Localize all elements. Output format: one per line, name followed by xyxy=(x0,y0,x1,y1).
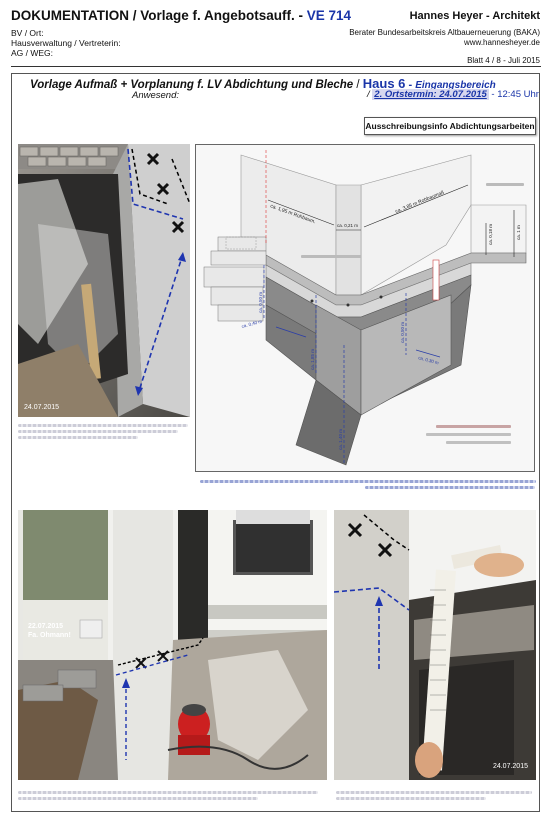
dim-label-185: ca. 1,85 m xyxy=(310,349,315,370)
photo-1-date: 24.07.2015 xyxy=(24,404,60,411)
caption-2-line-1 xyxy=(18,791,318,794)
dim-label-050: ca. 0,50 m xyxy=(258,292,263,313)
photo-2-stamp: 22.07.2015 Fa. Ohmann! xyxy=(28,622,71,640)
subject-box xyxy=(11,73,540,104)
frame-bottom xyxy=(11,811,540,812)
drawing-svg: ca. 1,95 m Rohbaum. ca. 0,21 m ca. 3,85 … xyxy=(203,150,527,466)
slash-separator-2: / xyxy=(367,89,373,100)
dim-label-140: ca. 1,40 m xyxy=(338,429,343,450)
ortstermin-line: / 2. Ortstermin: 24.07.2015 - 12:45 Uhr xyxy=(367,89,539,100)
haus-label: Haus 6 xyxy=(362,76,406,91)
caption-3-line-1 xyxy=(336,791,532,794)
dim-label-050b: ca. 0,50 m xyxy=(400,322,405,343)
isometric-drawing: ca. 1,95 m Rohbaum. ca. 0,21 m ca. 3,85 … xyxy=(195,144,535,472)
sheet-number: Blatt 4 / 8 - Juli 2015 xyxy=(467,56,540,65)
website-line: www.hannesheyer.de xyxy=(463,38,540,47)
frame-left xyxy=(11,103,12,811)
caption-1-line-2 xyxy=(18,430,178,433)
photo-2-image xyxy=(18,510,327,780)
berater-line: Berater Bundesarbeitskreis Altbauerneuer… xyxy=(349,28,540,37)
caption-1-line-1 xyxy=(18,424,188,427)
title-code: VE 714 xyxy=(306,8,352,23)
photo-2-date: 22.07.2015 xyxy=(28,623,64,630)
photo-3-date: 24.07.2015 xyxy=(492,763,528,770)
dim-label-040: ca. 0,40 m xyxy=(241,319,263,329)
document-title: DOKUMENTATION / Vorlage f. Angebotsauff.… xyxy=(11,8,351,23)
slash-separator: / xyxy=(353,79,363,91)
hausverwaltung-label: Hausverwaltung / Vertreterin: xyxy=(11,38,121,48)
header-rule xyxy=(11,66,541,67)
photo-measuring-rule: 24.07.2015 xyxy=(334,510,536,780)
architect-name: Hannes Heyer - Architekt xyxy=(409,10,540,22)
subject-title: Vorlage Aufmaß + Vorplanung f. LV Abdich… xyxy=(30,76,496,91)
ag-label: AG / WEG: xyxy=(11,48,54,58)
caption-drawing-line-1 xyxy=(200,480,536,483)
dim-label-021: ca. 0,21 m xyxy=(337,223,358,228)
caption-2-line-2 xyxy=(18,797,258,800)
photo-2-contractor: Fa. Ohmann! xyxy=(28,632,71,639)
photo-3-image xyxy=(334,510,536,780)
vorlage-text: Vorlage Aufmaß + Vorplanung f. LV Abdich… xyxy=(30,79,354,91)
anwesend-label: Anwesend: xyxy=(132,90,180,101)
frame-right xyxy=(539,103,540,811)
bv-label: BV / Ort: xyxy=(11,28,44,38)
title-prefix: DOKUMENTATION / Vorlage f. Angebotsauff.… xyxy=(11,8,303,23)
photo-threshold-excavation: 24.07.2015 xyxy=(18,144,190,417)
caption-drawing-line-2 xyxy=(365,486,535,489)
ortstermin-time: - 12:45 Uhr xyxy=(488,89,539,100)
dim-label-018: ca. 0,18 m xyxy=(488,224,493,245)
ausschreibung-box: Ausschreibungsinfo Abdichtungsarbeiten xyxy=(364,117,536,135)
eingang-label: Eingangsbereich xyxy=(415,80,496,91)
photo-1-image xyxy=(18,144,190,417)
ortstermin-date: 2. Ortstermin: 24.07.2015 xyxy=(372,89,489,100)
dim-label-1m: ca. 1 m xyxy=(516,225,521,240)
caption-3-line-2 xyxy=(336,797,486,800)
dash-separator: - xyxy=(405,79,416,91)
dim-label-030: ca. 0,30 m xyxy=(418,355,440,365)
photo-entrance-work: 22.07.2015 Fa. Ohmann! xyxy=(18,510,327,780)
caption-1-line-3 xyxy=(18,436,138,439)
